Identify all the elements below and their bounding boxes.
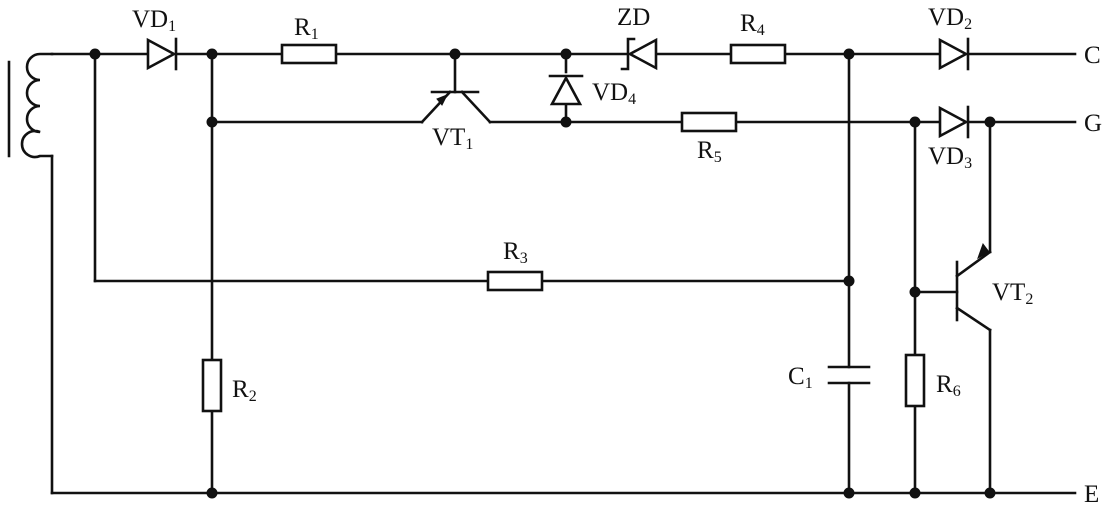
label-vd2: VD2	[928, 4, 972, 33]
label-vd3: VD3	[928, 143, 972, 172]
resistor-r5	[680, 111, 738, 133]
transformer-winding	[7, 52, 54, 159]
label-vd1: VD1	[132, 6, 176, 35]
diode-vd2	[938, 37, 970, 71]
label-r6: R6	[936, 371, 961, 400]
label-vt1: VT1	[432, 124, 473, 153]
label-zd: ZD	[617, 4, 650, 31]
resistor-r4	[729, 43, 787, 65]
junction-dots	[89, 48, 996, 499]
label-r5: R5	[697, 137, 722, 166]
label-vt2: VT2	[992, 279, 1033, 308]
label-c1: C1	[788, 363, 813, 392]
label-r2: R2	[232, 376, 257, 405]
resistor-r3	[486, 270, 544, 292]
zener-diode-zd	[620, 37, 658, 71]
resistor-r1	[280, 43, 338, 65]
capacitor-c1	[827, 365, 871, 385]
resistor-r2	[201, 358, 223, 413]
diode-vd3	[938, 105, 970, 139]
label-r1: R1	[294, 14, 319, 43]
terminal-e-label: E	[1084, 481, 1099, 506]
terminal-g-label: G	[1084, 110, 1102, 137]
wires	[50, 52, 1077, 495]
terminal-c-label: C	[1084, 42, 1101, 69]
label-r3: R3	[503, 238, 528, 267]
label-vd4: VD4	[592, 79, 636, 108]
transistor-vt1	[420, 90, 492, 124]
transistor-vt2	[955, 242, 992, 332]
resistor-r6	[904, 353, 926, 408]
label-r4: R4	[740, 10, 765, 39]
diode-vd4	[548, 74, 584, 106]
diode-vd1	[146, 37, 178, 71]
